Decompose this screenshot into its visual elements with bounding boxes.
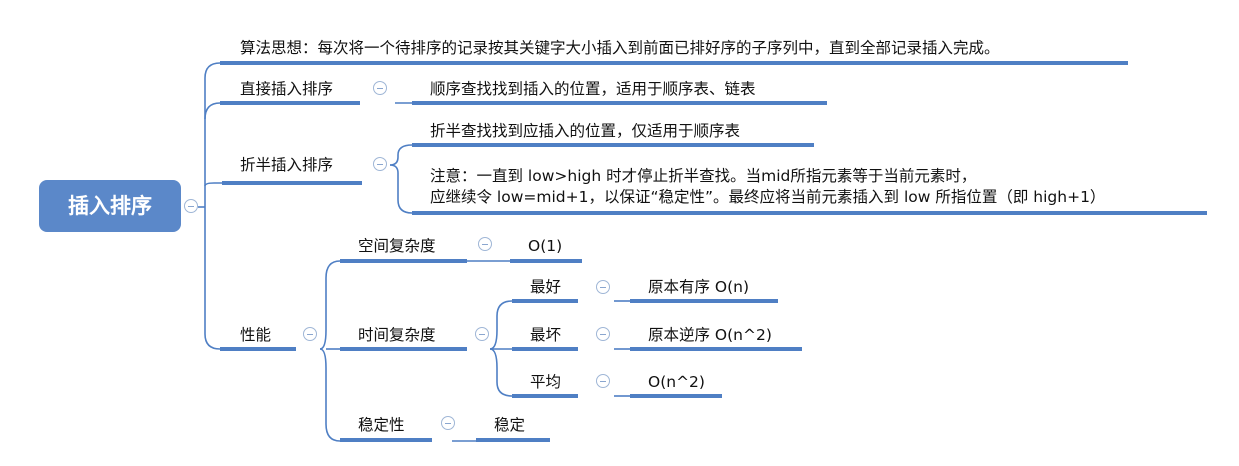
performance-collapse-icon[interactable] <box>303 327 317 341</box>
binary-insertion-underline <box>222 181 362 185</box>
algorithm-idea-text[interactable]: 算法思想：每次将一个待排序的记录按其关键字大小插入到前面已排好序的子序列中，直到… <box>240 39 1000 57</box>
stability-underline <box>340 438 432 442</box>
direct-insertion-desc[interactable]: 顺序查找找到插入的位置，适用于顺序表、链表 <box>430 80 756 98</box>
time-complexity-collapse-icon[interactable] <box>475 327 489 341</box>
time-complexity-underline <box>340 347 467 351</box>
root-node[interactable]: 插入排序 <box>39 180 181 232</box>
performance-underline <box>220 347 296 351</box>
stability-value[interactable]: 稳定 <box>494 416 526 434</box>
algorithm-idea-underline <box>220 61 1128 65</box>
best-case-node[interactable]: 最好 <box>530 278 562 296</box>
space-complexity-value[interactable]: O(1) <box>528 237 563 255</box>
stability-node[interactable]: 稳定性 <box>358 416 405 434</box>
binary-insertion-desc-underline <box>412 143 814 147</box>
best-case-value-underline <box>630 299 778 303</box>
average-case-collapse-icon[interactable] <box>596 374 610 388</box>
worst-case-value-underline <box>630 347 802 351</box>
time-complexity-node[interactable]: 时间复杂度 <box>358 326 436 344</box>
binary-insertion-node[interactable]: 折半插入排序 <box>240 156 334 174</box>
space-complexity-collapse-icon[interactable] <box>478 237 492 251</box>
binary-insertion-note-underline <box>412 211 1207 215</box>
root-collapse-icon[interactable] <box>184 199 198 213</box>
best-case-underline <box>512 299 578 303</box>
best-case-collapse-icon[interactable] <box>596 280 610 294</box>
space-complexity-underline <box>340 259 467 263</box>
best-case-value[interactable]: 原本有序 O(n) <box>648 278 750 296</box>
direct-insertion-desc-underline <box>412 101 827 105</box>
average-case-node[interactable]: 平均 <box>530 373 562 391</box>
binary-insertion-note-line1[interactable]: 注意：一直到 low>high 时才停止折半查找。当mid所指元素等于当前元素时… <box>430 167 977 185</box>
stability-value-underline <box>476 438 550 442</box>
space-complexity-value-underline <box>510 259 582 263</box>
worst-case-collapse-icon[interactable] <box>596 327 610 341</box>
direct-insertion-node[interactable]: 直接插入排序 <box>240 80 334 98</box>
binary-insertion-collapse-icon[interactable] <box>373 157 387 171</box>
average-case-underline <box>512 394 578 398</box>
average-case-value-underline <box>630 394 722 398</box>
direct-insertion-collapse-icon[interactable] <box>373 81 387 95</box>
space-complexity-node[interactable]: 空间复杂度 <box>358 237 436 255</box>
worst-case-node[interactable]: 最坏 <box>530 326 562 344</box>
worst-case-value[interactable]: 原本逆序 O(n^2) <box>648 326 772 344</box>
average-case-value[interactable]: O(n^2) <box>648 373 705 391</box>
binary-insertion-note-line2[interactable]: 应继续令 low=mid+1，以保证“稳定性”。最终应将当前元素插入到 low … <box>430 188 1106 206</box>
performance-node[interactable]: 性能 <box>240 326 272 344</box>
worst-case-underline <box>512 347 578 351</box>
direct-insertion-underline <box>220 101 360 105</box>
stability-collapse-icon[interactable] <box>441 416 455 430</box>
binary-insertion-desc[interactable]: 折半查找找到应插入的位置，仅适用于顺序表 <box>430 122 741 140</box>
